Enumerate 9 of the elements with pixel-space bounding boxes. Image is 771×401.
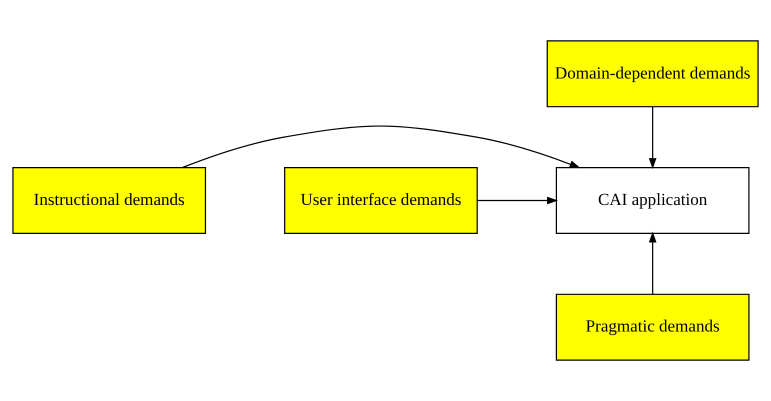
arrow (648, 106, 656, 170)
node-box: Domain-dependent demands (546, 40, 759, 108)
arrow (182, 126, 581, 168)
node-box: Pragmatic demands (556, 294, 750, 361)
arrow (478, 196, 558, 204)
node-box: CAI application (556, 166, 750, 234)
node-box: User interface demands (284, 166, 478, 234)
node-box: Instructional demands (12, 166, 206, 234)
arrow (648, 232, 656, 294)
